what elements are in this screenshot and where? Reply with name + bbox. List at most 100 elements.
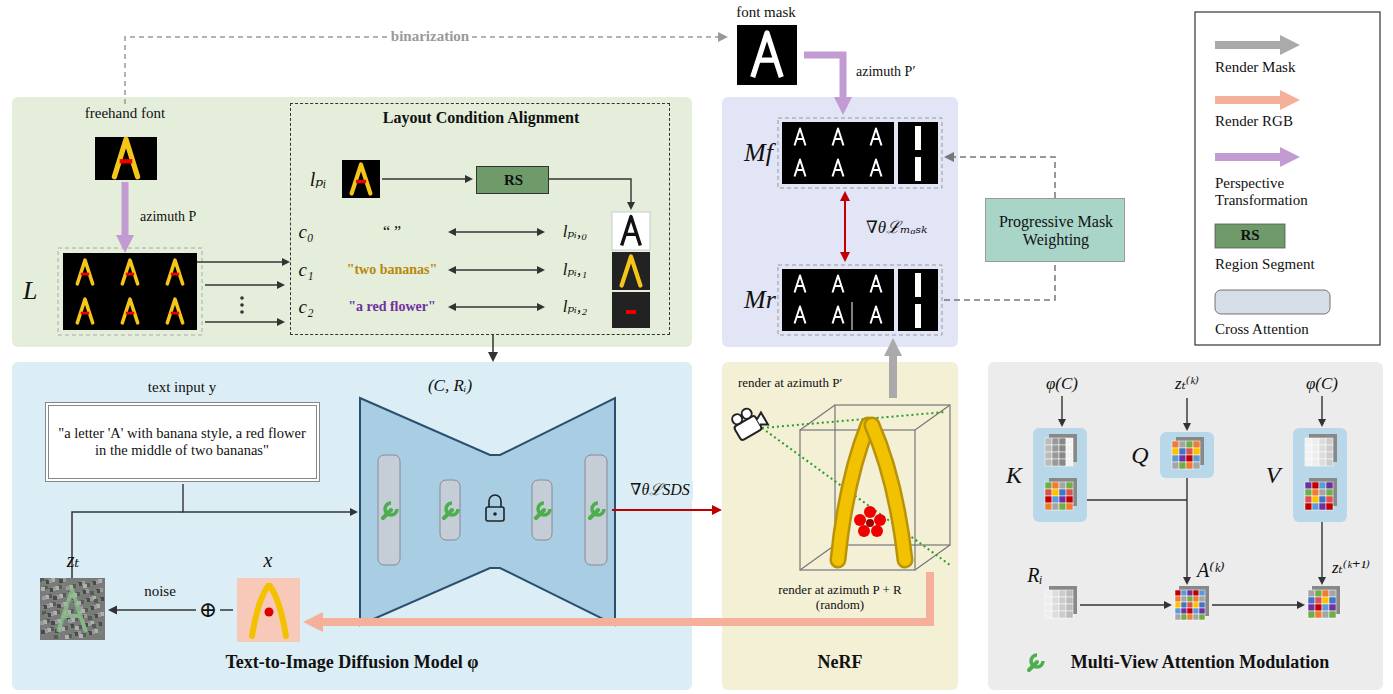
arrowhead [448,266,456,274]
figure-part [585,455,607,565]
matrix-cell [1059,604,1066,611]
matrix-cell [1193,614,1199,620]
matrix-cell [1193,602,1199,608]
matrix-shadow [1049,478,1077,506]
arrowhead [465,175,473,183]
matrix-cell [1066,489,1073,496]
connector-line [1215,96,1284,104]
matrix-cell [1181,596,1187,602]
nerf-scene [722,362,950,622]
figure-part [167,299,182,323]
text-label: c₁ [298,259,313,281]
matrix-cell [1319,482,1326,489]
figure-part [383,503,397,518]
text-label: φ(C) [1306,374,1338,394]
matrix-cell [1319,503,1326,510]
node-text: zₜ [67,549,80,572]
edge-connector [488,335,498,362]
edge-connector [303,612,722,632]
figure-part [795,160,806,177]
figure-part [871,525,883,537]
text-label: ⊕ [196,597,220,622]
matrix-cell [1052,604,1059,611]
figure-part [626,310,636,314]
noise-speck [42,596,46,600]
panels [12,12,1383,690]
arrowhead [840,191,850,201]
figure-part [915,304,921,328]
connector-line [1215,153,1284,161]
matrix-cell [1312,438,1319,445]
text-label: "two bananas" [347,262,438,278]
node-text: Mr [744,285,776,315]
matrix-cell [1066,503,1073,510]
noise-speck [41,630,45,634]
matrix-cell [1305,503,1312,510]
figure-part [737,25,797,85]
noise-speck [46,589,50,593]
figure-part [240,303,244,307]
figure-arrow [205,281,285,289]
matrix-cell [1052,503,1059,510]
arrowhead [718,32,728,42]
noise-speck [41,587,45,591]
noise-speck [54,635,58,639]
matrix-cell [1308,597,1315,604]
node-text: NeRF [818,652,863,673]
attention-figure [1029,428,1347,670]
figure-part [612,252,650,290]
noise-speck [65,635,69,639]
noise-speck [44,614,48,618]
matrix-cell [1329,597,1336,604]
matrix-cell [1181,602,1187,608]
matrix-cell [1308,590,1315,597]
figure-part [872,425,905,560]
arrowhead [840,252,850,262]
matrix-cell [1045,496,1052,503]
figure-part [874,514,886,526]
matrix-cell [1186,462,1193,469]
matrix-cell [1305,438,1312,445]
figure-part [440,480,460,540]
arrowhead [488,352,498,362]
text-label: Q [1131,442,1148,470]
figure-part [833,160,844,177]
figure-part [782,122,894,184]
text-label: K [1006,462,1022,490]
text-label: φ(C) [1046,374,1078,394]
matrix-cell [1179,462,1186,469]
arrowhead [834,97,852,115]
figure-part [740,407,754,421]
matrix-cell [1179,441,1186,448]
figure-arrow [1183,478,1191,585]
matrix-cell [1066,445,1073,452]
figure-part [77,299,92,323]
matrix-cell [1326,445,1333,452]
matrix-cell [1052,590,1059,597]
edge-connector [884,338,902,362]
edge-connector [116,182,134,253]
matrix-cell [1312,452,1319,459]
figure-part [1293,428,1347,522]
matrix-cell [1059,611,1066,618]
matrix-cell [1059,452,1066,459]
edge-connector [804,55,852,115]
noisy-latent [40,578,105,640]
matrix-cell [1305,482,1312,489]
matrix-cell [1059,496,1066,503]
figure-part [167,260,182,284]
matrix-cell [1199,608,1205,614]
matrix-cell [1187,614,1193,620]
matrix-cell [1199,602,1205,608]
arrowhead [537,228,545,236]
matrix-cell [1175,590,1181,596]
figure-part [1160,432,1214,478]
image-node: font mask [728,2,804,86]
connector-line [125,37,720,104]
figure-part [722,362,958,690]
node-text: Layout Condition Alignment [383,109,579,127]
text-label: c₀ [298,221,313,243]
connector-line [1321,396,1322,421]
figure-part [762,412,950,565]
matrix-cell [1186,448,1193,455]
